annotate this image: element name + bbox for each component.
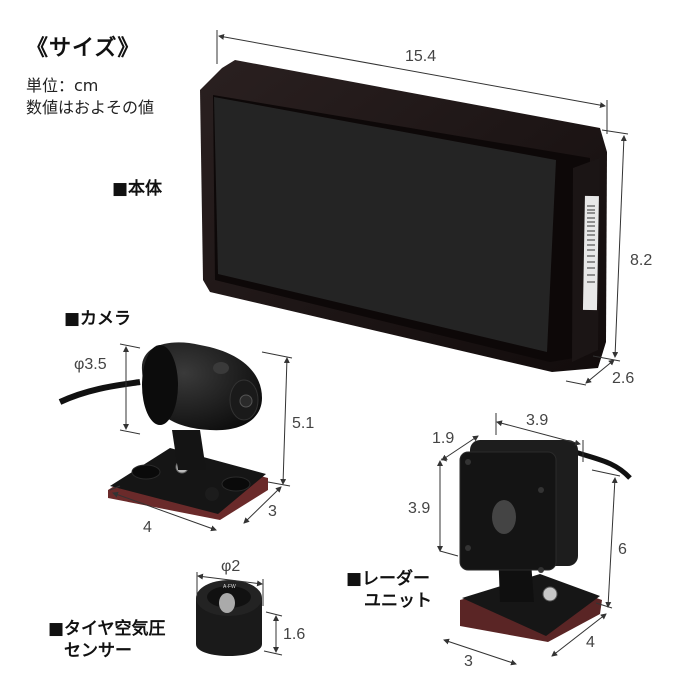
radar-face-height-value: 3.9 <box>408 500 431 517</box>
camera-base-width-value: 4 <box>143 519 152 536</box>
camera-label: ■カメラ <box>64 309 132 329</box>
tire-sensor-dimension-lines <box>196 572 283 656</box>
camera-diameter-value: φ3.5 <box>74 356 107 373</box>
main-unit-height-value: 8.2 <box>630 252 653 269</box>
page-title: 《サイズ》 <box>26 36 141 61</box>
main-unit-device <box>200 60 607 372</box>
main-unit-depth-value: 2.6 <box>612 370 635 387</box>
radar-unit-label-line2: ユニット <box>364 591 432 611</box>
camera-base-depth-value: 3 <box>268 503 277 520</box>
radar-dimension-lines <box>437 413 621 666</box>
radar-unit-device <box>459 440 632 642</box>
radar-top-width-value: 3.9 <box>526 412 549 429</box>
radar-base-width-value: 3 <box>464 653 473 670</box>
approx-note: 数値はおよその値 <box>26 98 155 117</box>
camera-device <box>58 342 268 520</box>
main-unit-width-value: 15.4 <box>405 48 437 65</box>
tire-sensor-label-line1: ■タイヤ空気圧 <box>48 619 166 639</box>
radar-base-depth-value: 4 <box>586 634 595 651</box>
tire-sensor-diameter-value: φ2 <box>221 558 241 575</box>
main-unit-dimension-lines <box>216 30 629 386</box>
radar-top-depth-value: 1.9 <box>432 430 455 447</box>
tire-sensor-height-value: 1.6 <box>283 626 306 643</box>
camera-dimension-lines <box>109 343 293 532</box>
camera-height-value: 5.1 <box>292 415 315 432</box>
svg-text:A-FW: A-FW <box>223 584 236 590</box>
tire-sensor-label-line2: センサー <box>64 641 132 661</box>
main-unit-label: ■本体 <box>112 179 163 199</box>
unit-note: 単位：cm <box>26 76 99 95</box>
tire-sensor-device: A-FW <box>196 580 262 656</box>
radar-unit-label-line1: ■レーダー <box>346 569 431 589</box>
radar-height-value: 6 <box>618 541 627 558</box>
